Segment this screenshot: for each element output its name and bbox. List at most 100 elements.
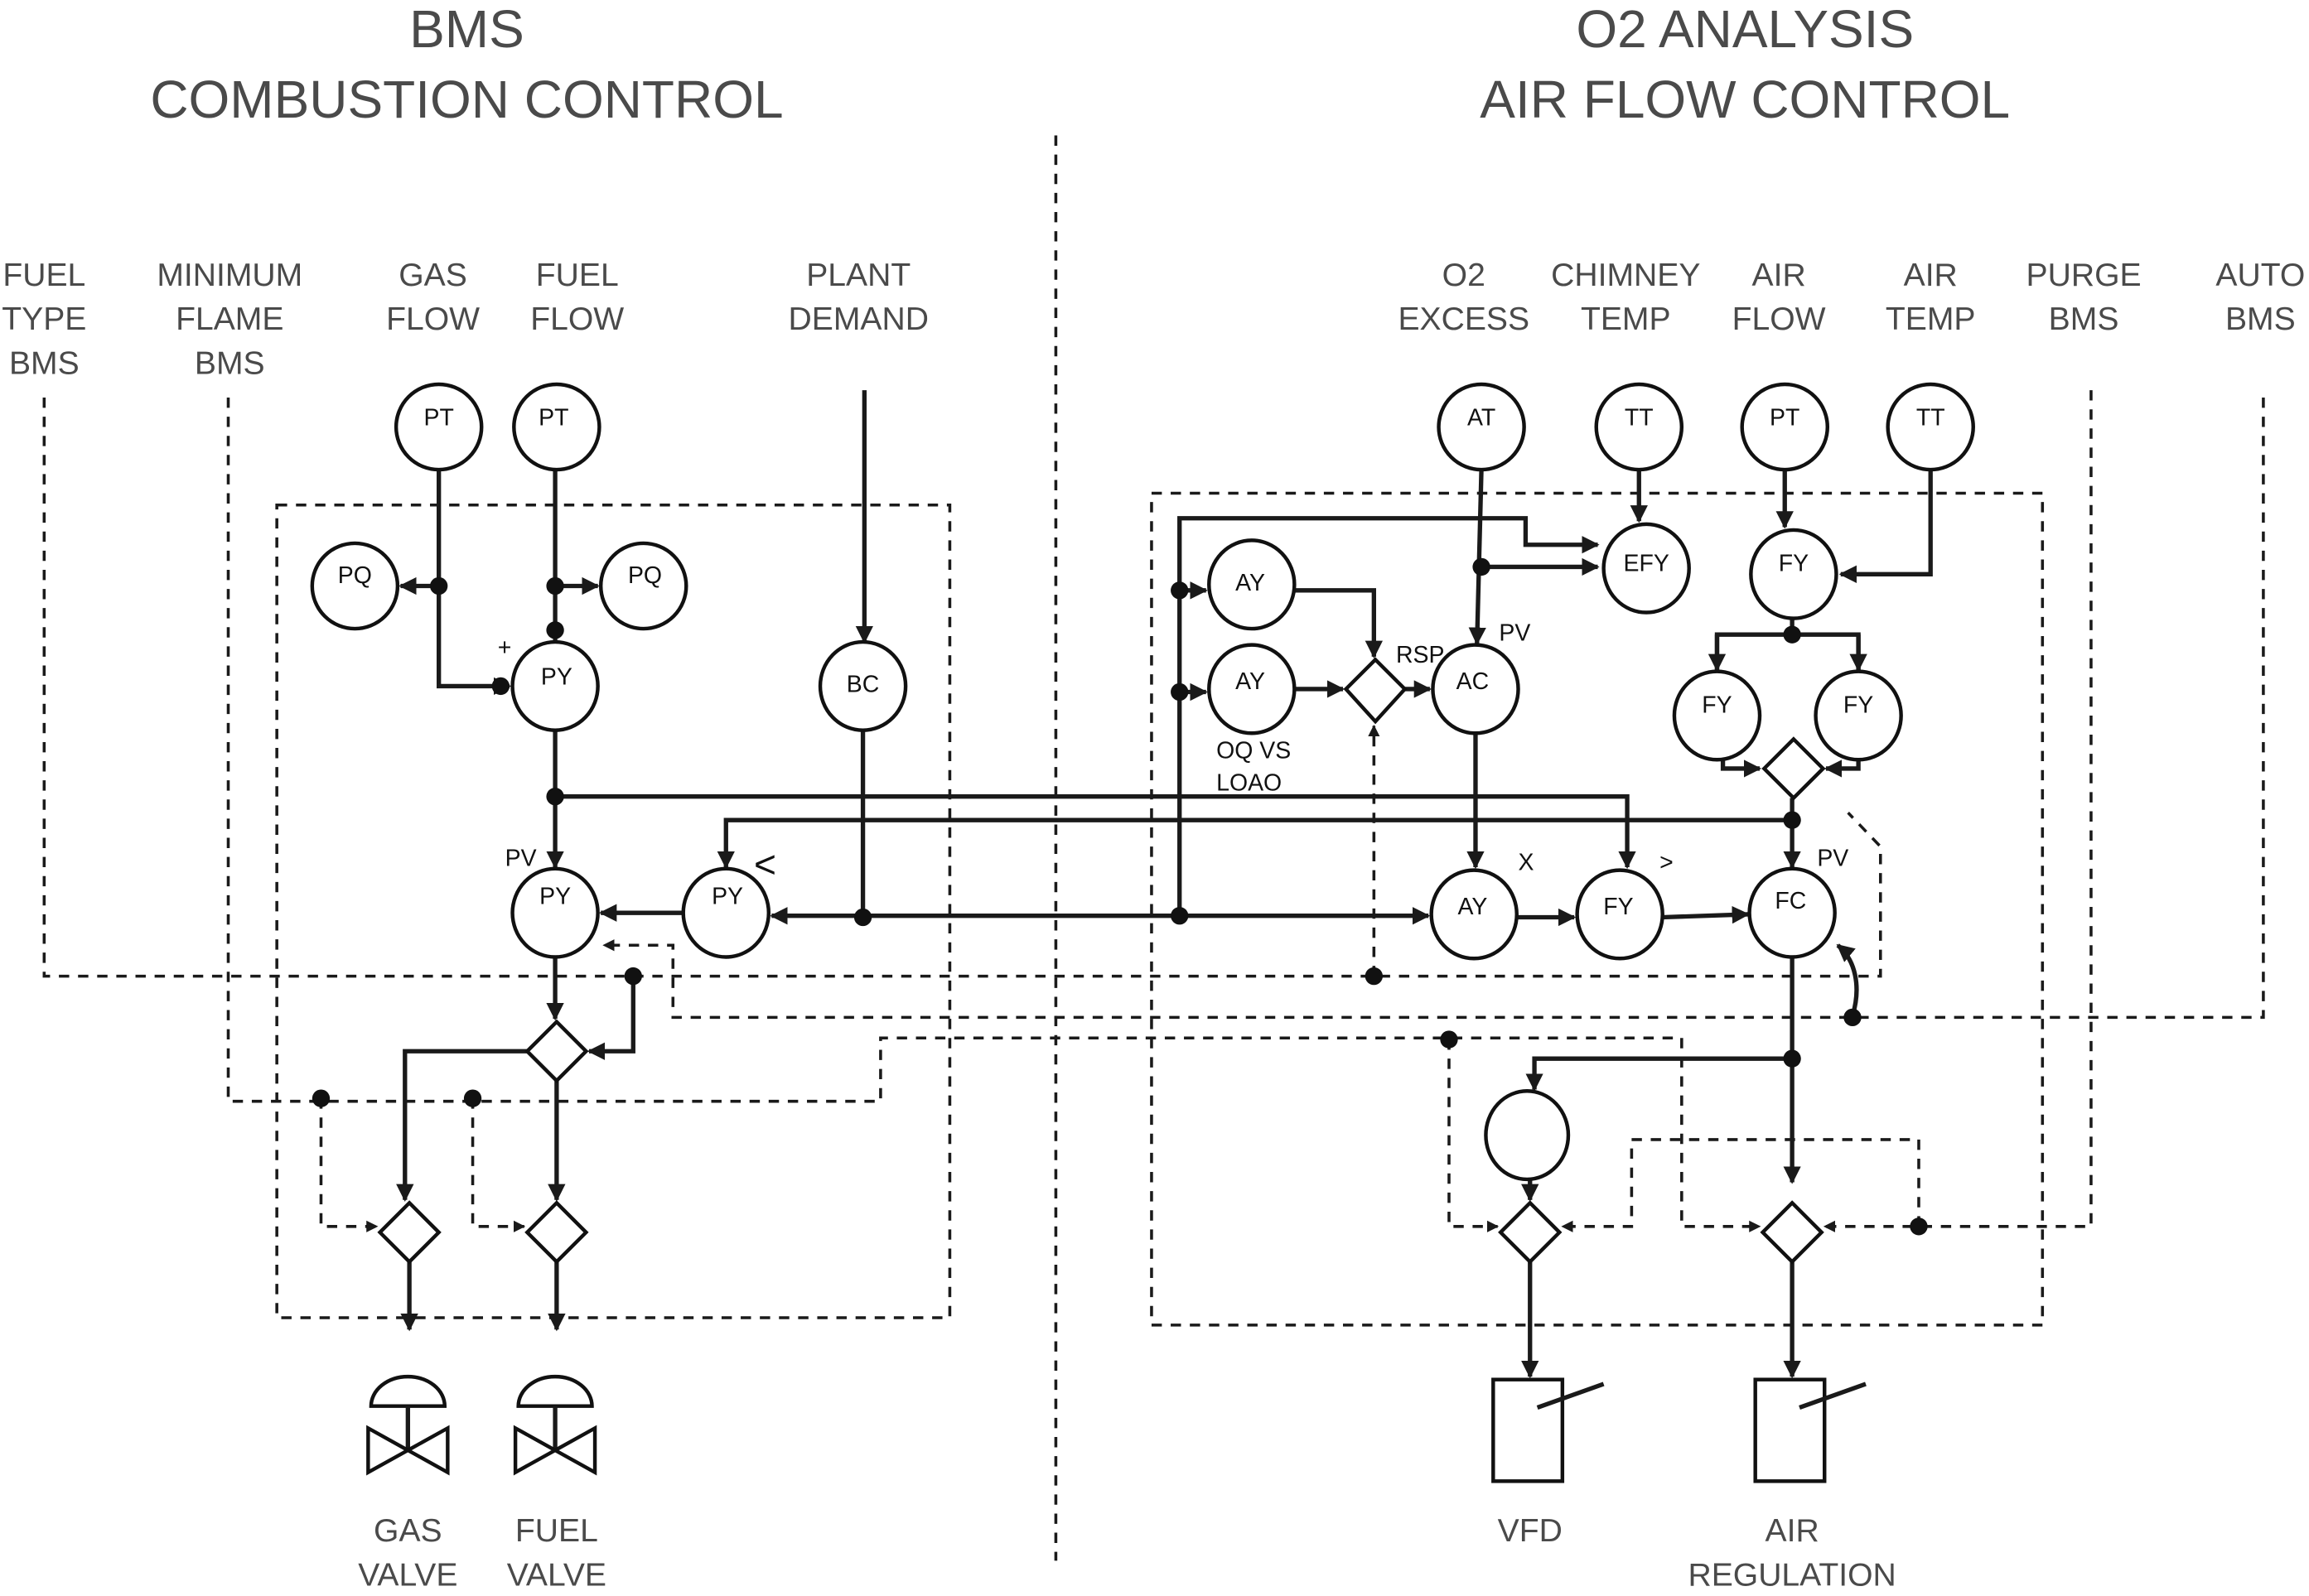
svg-text:AC: AC <box>1456 668 1490 695</box>
instrument-ac: AC <box>1431 643 1520 735</box>
instrument-ay-mid: AY <box>1207 643 1297 735</box>
svg-text:BMS: BMS <box>9 346 80 382</box>
svg-text:PV: PV <box>1817 845 1848 871</box>
instrument-pq-right: PQ <box>598 541 688 631</box>
instrument-py-low: PY <box>681 866 771 959</box>
svg-text:GAS: GAS <box>399 258 467 293</box>
svg-text:FUEL: FUEL <box>515 1513 598 1549</box>
annotations: + PV < RSP PV OQ VS LOAO X > PV <box>498 620 1849 885</box>
vfd-damper-icon <box>1491 1377 1605 1483</box>
instrument-bc: BC <box>818 639 908 732</box>
svg-text:PT: PT <box>1770 405 1799 432</box>
svg-text:RSP: RSP <box>1396 642 1444 668</box>
svg-text:TYPE: TYPE <box>2 301 86 337</box>
instrument-pt-air: PT <box>1740 382 1830 472</box>
heading-combustion: COMBUSTION CONTROL <box>150 70 783 129</box>
dashed-signals <box>42 390 2265 1327</box>
svg-text:GAS: GAS <box>374 1513 442 1549</box>
svg-text:FY: FY <box>1603 894 1633 920</box>
svg-text:>: > <box>1659 850 1674 876</box>
svg-text:TEMP: TEMP <box>1581 301 1671 337</box>
svg-text:VALVE: VALVE <box>358 1558 457 1594</box>
svg-text:FC: FC <box>1775 888 1806 914</box>
instrument-blank <box>1484 1089 1571 1182</box>
svg-text:CHIMNEY: CHIMNEY <box>1551 258 1700 293</box>
svg-text:TEMP: TEMP <box>1886 301 1976 337</box>
instrument-fy-high: FY <box>1575 868 1664 961</box>
svg-text:PLANT: PLANT <box>806 258 911 293</box>
svg-text:PV: PV <box>505 845 537 871</box>
svg-text:PQ: PQ <box>338 562 372 589</box>
instrument-py-sum: PY <box>510 639 600 732</box>
svg-text:FLOW: FLOW <box>386 301 480 337</box>
instrument-tt-chimney: TT <box>1594 382 1684 472</box>
svg-text:REGULATION: REGULATION <box>1688 1558 1896 1594</box>
svg-text:LOAO: LOAO <box>1216 770 1282 797</box>
instrument-pt-fuel: PT <box>512 382 601 472</box>
svg-text:AT: AT <box>1467 405 1495 432</box>
svg-text:FLOW: FLOW <box>530 301 624 337</box>
heading-bms: BMS <box>409 0 524 59</box>
svg-text:PY: PY <box>539 883 571 909</box>
instrument-efy: EFY <box>1601 522 1691 615</box>
instrument-at: AT <box>1437 382 1526 472</box>
diamond-function-blocks <box>377 657 1826 1265</box>
svg-text:AIR: AIR <box>1752 258 1806 293</box>
instrument-ay-mult: AY <box>1429 868 1519 961</box>
svg-text:PURGE: PURGE <box>2026 258 2142 293</box>
svg-text:PT: PT <box>539 405 568 432</box>
svg-text:AY: AY <box>1235 570 1265 596</box>
input-labels: FUEL TYPE BMS MINIMUM FLAME BMS GAS FLOW FUEL… <box>2 258 2305 382</box>
svg-text:DEMAND: DEMAND <box>789 301 929 337</box>
svg-text:PY: PY <box>541 664 572 691</box>
instrument-tt-air: TT <box>1886 382 1975 472</box>
svg-text:FY: FY <box>1779 551 1809 577</box>
instrument-py-pv: PY <box>510 866 600 959</box>
svg-text:AY: AY <box>1235 668 1265 695</box>
svg-text:PQ: PQ <box>628 562 662 589</box>
instrument-ay-top: AY <box>1207 538 1297 631</box>
svg-text:AY: AY <box>1458 894 1488 920</box>
svg-text:FUEL: FUEL <box>536 258 619 293</box>
svg-text:FLAME: FLAME <box>176 301 283 337</box>
heading-o2: O2 ANALYSIS <box>1576 0 1914 59</box>
svg-text:FY: FY <box>1702 692 1732 718</box>
svg-text:EXCESS: EXCESS <box>1398 301 1529 337</box>
junction-dots <box>312 557 1928 1236</box>
svg-text:EFY: EFY <box>1624 551 1669 577</box>
instrument-pq-left: PQ <box>310 541 400 631</box>
gas-valve-icon <box>366 1374 450 1476</box>
instrument-fc: FC <box>1747 866 1837 959</box>
svg-text:BMS: BMS <box>2225 301 2296 337</box>
svg-text:MINIMUM: MINIMUM <box>157 258 302 293</box>
svg-text:TT: TT <box>1625 405 1654 432</box>
svg-text:OQ VS: OQ VS <box>1216 738 1291 764</box>
heading-airflow: AIR FLOW CONTROL <box>1480 70 2010 129</box>
svg-text:AIR: AIR <box>1766 1513 1819 1549</box>
instrument-fy-air: FY <box>1749 528 1838 620</box>
svg-text:BMS: BMS <box>195 346 265 382</box>
svg-text:O2: O2 <box>1442 258 1485 293</box>
svg-text:FY: FY <box>1843 692 1873 718</box>
svg-text:AUTO: AUTO <box>2215 258 2305 293</box>
svg-text:<: < <box>754 842 776 885</box>
solid-signals <box>396 390 1933 1379</box>
svg-text:AIR: AIR <box>1904 258 1958 293</box>
svg-text:PV: PV <box>1499 620 1530 646</box>
svg-text:BC: BC <box>847 672 880 698</box>
svg-text:TT: TT <box>1916 405 1945 432</box>
svg-text:PY: PY <box>712 883 743 909</box>
svg-text:+: + <box>498 634 512 661</box>
fuel-valve-icon <box>513 1374 597 1476</box>
svg-text:BMS: BMS <box>2049 301 2119 337</box>
air-regulation-damper-icon <box>1753 1377 1867 1483</box>
svg-text:X: X <box>1519 850 1534 876</box>
svg-text:PT: PT <box>424 405 454 432</box>
svg-text:VFD: VFD <box>1498 1513 1563 1549</box>
instrument-pt-gas: PT <box>394 382 484 472</box>
svg-text:FUEL: FUEL <box>2 258 85 293</box>
instrument-fy-right: FY <box>1814 669 1903 762</box>
instrument-fy-left: FY <box>1672 669 1762 762</box>
